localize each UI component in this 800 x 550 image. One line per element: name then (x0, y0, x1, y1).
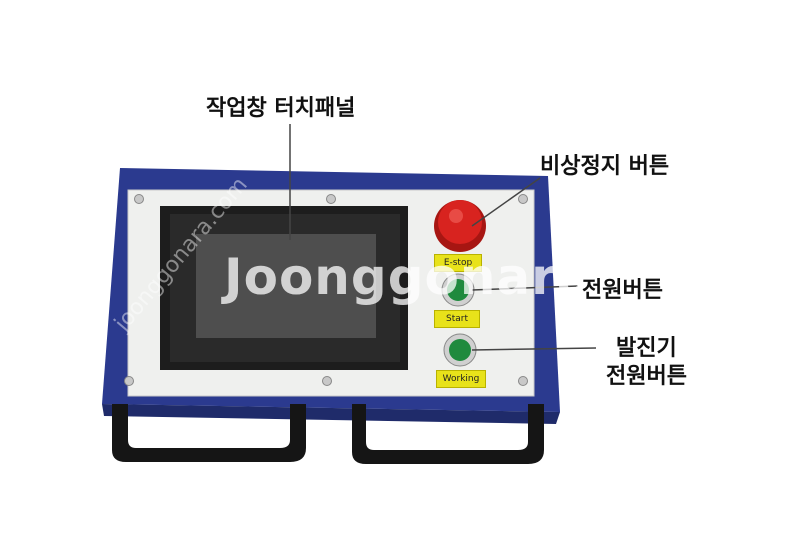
screw-icon (326, 194, 336, 204)
screw-icon (322, 376, 332, 386)
screw-icon (134, 194, 144, 204)
working-label: Working (436, 370, 486, 388)
callout-oscillator-line2: 전원버튼 (606, 364, 687, 389)
callout-estop-button: 비상정지 버튼 (540, 154, 670, 179)
callout-power-button: 전원버튼 (582, 278, 663, 303)
estop-label: E-stop (434, 254, 482, 272)
screw-icon (124, 376, 134, 386)
screw-icon (518, 376, 528, 386)
watermark-main: Joonggonara (224, 248, 592, 306)
screw-icon (518, 194, 528, 204)
callout-touch-panel: 작업창 터치패널 (206, 96, 356, 121)
start-label: Start (434, 310, 480, 328)
callout-oscillator-line1: 발진기 (616, 336, 677, 361)
